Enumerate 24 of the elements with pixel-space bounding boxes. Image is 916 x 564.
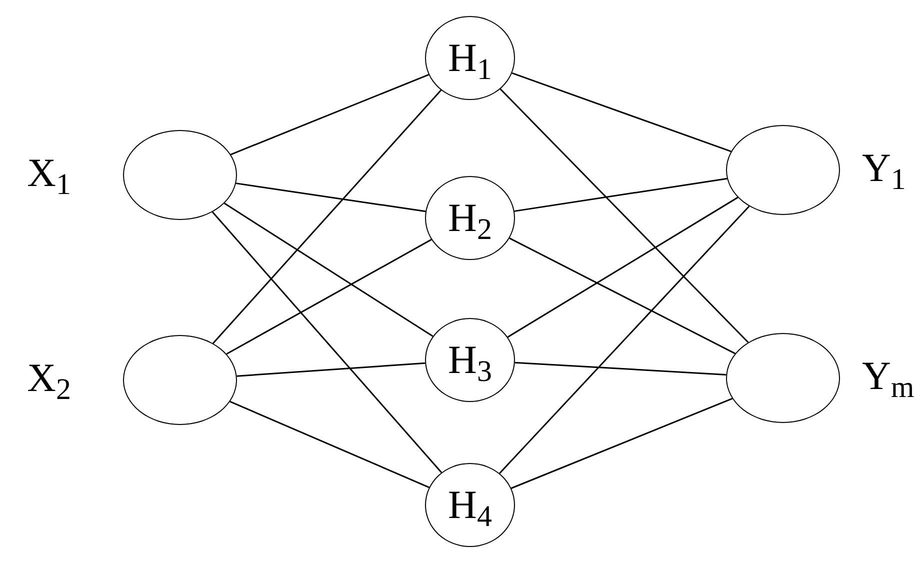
- connector-line: [224, 202, 434, 337]
- connector-line: [500, 88, 749, 343]
- connector-line: [230, 74, 429, 156]
- neuron-label: X$_{2}$: [27, 358, 71, 398]
- connector-line: [509, 238, 736, 354]
- node-label: H$_{3}$: [448, 340, 492, 380]
- node-label: H$_{4}$: [448, 485, 492, 525]
- neuron-label: X$_{1}$: [27, 153, 71, 193]
- connector-line: [510, 398, 733, 489]
- neuron-label: Y$_{1}$: [862, 148, 906, 188]
- node-label: H$_{1}$: [448, 38, 492, 78]
- neuron-label: Y$_{m}$: [862, 356, 914, 396]
- connector-line: [226, 238, 432, 355]
- connector-line: [212, 90, 442, 344]
- connector-line: [499, 206, 750, 474]
- connector-line: [512, 72, 732, 152]
- connector-line: [507, 196, 738, 338]
- connector-line: [212, 211, 442, 474]
- connector-line: [236, 182, 426, 212]
- connector-line: [230, 400, 430, 488]
- connector-line: [514, 362, 726, 376]
- connector-line: [514, 178, 728, 212]
- node-label: H$_{2}$: [448, 198, 492, 238]
- connector-line: [236, 362, 426, 377]
